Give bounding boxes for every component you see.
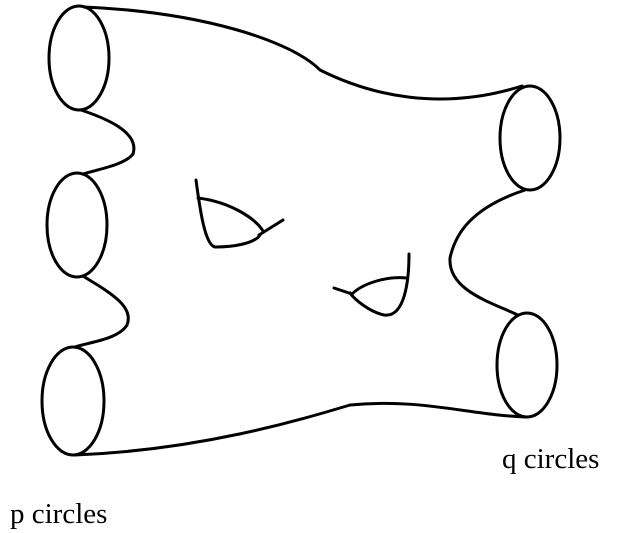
surface-left-waist-upper [81,110,134,174]
right-circle-top [500,86,560,190]
surface-left-waist-lower [75,276,128,347]
surface-right-waist [450,190,525,315]
surface-bottom-edge [75,403,525,455]
left-circle-top [49,6,109,110]
left-circle-middle [47,173,107,277]
left-circle-bottom [42,347,104,455]
right-circle-bottom [497,313,557,417]
surface-top-edge [84,7,522,99]
handle-upper [196,180,283,247]
p-circles-label: p circles [10,500,107,529]
handle-lower [334,254,409,315]
q-circles-label: q circles [502,445,599,474]
